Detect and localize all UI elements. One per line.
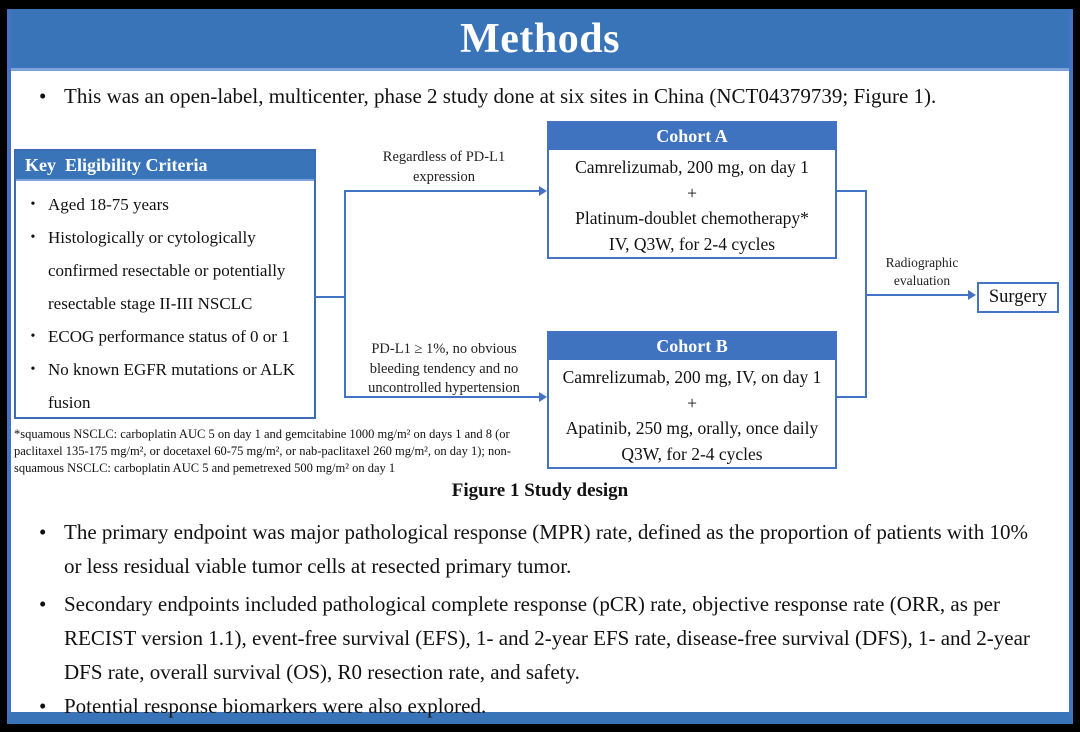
cohort-b-line: Apatinib, 250 mg, orally, once daily — [565, 418, 819, 439]
bullet-intro: • This was an open-label, multicenter, p… — [30, 79, 1046, 113]
connector-line — [865, 294, 969, 296]
bullet-marker: • — [30, 329, 36, 344]
figure-caption: Figure 1 Study design — [451, 480, 629, 501]
page-title: Methods — [460, 15, 620, 62]
bullet-marker: • — [39, 520, 47, 544]
connector-line — [314, 296, 344, 298]
radiographic-evaluation-label: Radiographic evaluation — [885, 255, 959, 289]
list-item: • Histologically or cytologically confir… — [18, 221, 308, 320]
cohort-a-body: Camrelizumab, 200 mg, on day 1 + Platinu… — [549, 150, 835, 261]
bullet-marker: • — [30, 362, 36, 377]
cohort-a-line: Platinum-doublet chemotherapy* — [575, 208, 809, 229]
surgery-box: Surgery — [977, 282, 1059, 313]
connector-line — [344, 396, 540, 398]
surgery-box-label: Surgery — [988, 287, 1048, 307]
cohort-b-line: Camrelizumab, 200 mg, IV, on day 1 — [562, 367, 822, 388]
cohort-b-title: Cohort B — [549, 333, 835, 360]
eligibility-item-text: ECOG performance status of 0 or 1 — [48, 327, 290, 346]
slide: Methods • This was an open-label, multic… — [7, 9, 1073, 724]
arrow-right-icon — [539, 186, 547, 196]
cohort-a-line: Camrelizumab, 200 mg, on day 1 — [575, 157, 809, 178]
bullet-marker: • — [30, 230, 36, 245]
connector-line — [344, 190, 540, 192]
bullet-secondary-endpoints: • Secondary endpoints included pathologi… — [30, 587, 1042, 689]
bullet-secondary-text: Secondary endpoints included pathologica… — [64, 592, 1030, 684]
cohort-a-line: IV, Q3W, for 2-4 cycles — [608, 233, 776, 254]
bullet-marker: • — [39, 84, 47, 108]
bullet-marker: • — [39, 694, 47, 718]
bullet-primary-endpoint: • The primary endpoint was major patholo… — [30, 515, 1042, 583]
bullet-marker: • — [30, 197, 36, 212]
cohort-a-title: Cohort A — [549, 123, 835, 150]
bullet-primary-text: The primary endpoint was major pathologi… — [64, 520, 1029, 578]
branch-label-cohort-b: PD-L1 ≥ 1%, no obvious bleeding tendency… — [368, 341, 520, 397]
eligibility-item-text: No known EGFR mutations or ALK fusion — [48, 360, 295, 412]
bullet-intro-text: This was an open-label, multicenter, pha… — [64, 84, 937, 108]
branch-label-cohort-a: Regardless of PD-L1 expression — [382, 149, 506, 185]
connector-line — [344, 190, 346, 398]
figure-footnote: *squamous NSCLC: carboplatin AUC 5 on da… — [14, 427, 511, 475]
eligibility-box-title: Key Eligibility Criteria — [16, 151, 314, 181]
plus-sign: + — [687, 182, 697, 203]
eligibility-item-text: Aged 18-75 years — [48, 195, 169, 214]
list-item: • No known EGFR mutations or ALK fusion — [18, 353, 308, 419]
list-item: • ECOG performance status of 0 or 1 — [18, 320, 308, 353]
connector-line — [837, 396, 867, 398]
eligibility-item-text: Histologically or cytologically confirme… — [48, 228, 286, 313]
plus-sign: + — [687, 392, 697, 413]
cohort-b-line: Q3W, for 2-4 cycles — [621, 443, 763, 464]
eligibility-box: Key Eligibility Criteria • Aged 18-75 ye… — [14, 149, 316, 419]
eligibility-box-body: • Aged 18-75 years • Histologically or c… — [16, 181, 314, 419]
cohort-b-box: Cohort B Camrelizumab, 200 mg, IV, on da… — [547, 331, 837, 469]
cohort-a-box: Cohort A Camrelizumab, 200 mg, on day 1 … — [547, 121, 837, 259]
bullet-biomarkers: • Potential response biomarkers were als… — [30, 689, 1042, 723]
cohort-b-body: Camrelizumab, 200 mg, IV, on day 1 + Apa… — [549, 360, 835, 471]
arrow-right-icon — [968, 290, 976, 300]
list-item: • Aged 18-75 years — [18, 188, 308, 221]
slide-title-bar: Methods — [11, 9, 1069, 71]
bullet-marker: • — [39, 592, 47, 616]
arrow-right-icon — [539, 392, 547, 402]
connector-line — [837, 190, 867, 192]
bullet-biomarkers-text: Potential response biomarkers were also … — [64, 694, 487, 718]
